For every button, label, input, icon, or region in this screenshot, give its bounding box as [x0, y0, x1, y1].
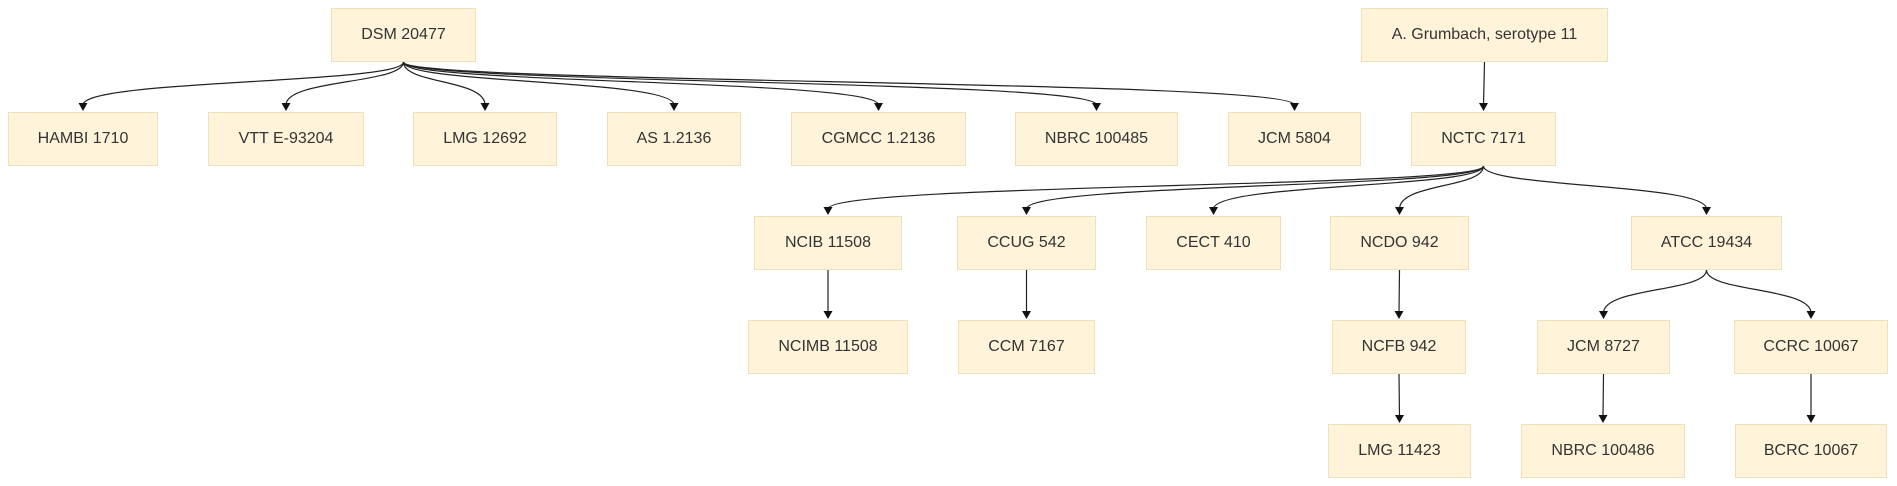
arrowhead-as12136: [669, 103, 679, 111]
node-jcm-8727: JCM 8727: [1537, 320, 1670, 374]
arrowhead-ccm7167: [1022, 311, 1031, 319]
arrowhead-hambi1710: [78, 103, 88, 111]
edge-dsm20477-to-cgmcc12136: [402, 61, 880, 106]
edge-nctc7171-to-ncib11508: [827, 165, 1485, 210]
arrowhead-nctc7171: [1479, 103, 1488, 111]
edge-dsm20477-to-hambi1710: [82, 61, 405, 106]
node-ccm-7167: CCM 7167: [958, 320, 1095, 374]
arrowhead-ccrc10067: [1806, 311, 1816, 319]
edge-dsm20477-to-jcm5804: [402, 61, 1296, 106]
arrowhead-lmg11423: [1395, 415, 1404, 423]
node-lmg-12692: LMG 12692: [413, 112, 557, 166]
node-ccug-542: CCUG 542: [957, 216, 1096, 270]
node-ncfb-942: NCFB 942: [1332, 320, 1466, 374]
edge-nctc7171-to-ncdo942: [1398, 165, 1485, 210]
node-a-grumbach-serotype-11: A. Grumbach, serotype 11: [1361, 8, 1608, 62]
arrowhead-bcrc10067: [1806, 415, 1816, 423]
arrowhead-ncdo942: [1395, 207, 1404, 215]
edge-nctc7171-to-cect410: [1212, 165, 1485, 210]
arrowhead-ncib11508: [823, 207, 833, 215]
edge-dsm20477-to-lmg12692: [402, 61, 486, 106]
edge-dsm20477-to-as12136: [402, 61, 675, 106]
arrowhead-jcm8727: [1599, 311, 1608, 319]
edge-jcm8727-to-nbrc100486: [1602, 373, 1605, 418]
node-lmg-11423: LMG 11423: [1328, 424, 1471, 478]
arrowhead-vtte93204: [281, 103, 291, 111]
edge-ncfb942-to-lmg11423: [1398, 373, 1401, 418]
node-ncdo-942: NCDO 942: [1330, 216, 1469, 270]
node-nctc-7171: NCTC 7171: [1411, 112, 1556, 166]
arrowhead-jcm5804: [1290, 103, 1299, 111]
node-ncimb-11508: NCIMB 11508: [748, 320, 908, 374]
node-atcc-19434: ATCC 19434: [1631, 216, 1782, 270]
arrowhead-atcc19434: [1702, 207, 1711, 215]
arrowhead-nbrc100485: [1092, 103, 1101, 111]
edge-atcc19434-to-ccrc10067: [1705, 269, 1812, 314]
edge-atcc19434-to-jcm8727: [1602, 269, 1708, 314]
node-nbrc-100485: NBRC 100485: [1015, 112, 1178, 166]
node-dsm-20477: DSM 20477: [331, 8, 476, 62]
node-ncib-11508: NCIB 11508: [754, 216, 902, 270]
arrowhead-cgmcc12136: [874, 103, 883, 111]
arrowhead-ccug542: [1022, 207, 1031, 215]
node-bcrc-10067: BCRC 10067: [1735, 424, 1887, 478]
edge-ncdo942-to-ncfb942: [1398, 269, 1401, 314]
node-as-1-2136: AS 1.2136: [607, 112, 741, 166]
node-hambi-1710: HAMBI 1710: [8, 112, 158, 166]
node-jcm-5804: JCM 5804: [1228, 112, 1361, 166]
arrowhead-ncimb11508: [823, 311, 833, 319]
edge-grumbach-to-nctc7171: [1482, 61, 1486, 106]
node-ccrc-10067: CCRC 10067: [1734, 320, 1888, 374]
node-nbrc-100486: NBRC 100486: [1521, 424, 1685, 478]
edge-nctc7171-to-ccug542: [1025, 165, 1485, 210]
arrowhead-cect410: [1209, 207, 1218, 215]
arrowhead-ncfb942: [1394, 311, 1404, 319]
edge-dsm20477-to-vtte93204: [285, 61, 405, 106]
node-cect-410: CECT 410: [1146, 216, 1281, 270]
arrowhead-nbrc100486: [1598, 415, 1608, 423]
node-cgmcc-1-2136: CGMCC 1.2136: [791, 112, 966, 166]
arrowhead-lmg12692: [480, 103, 490, 111]
node-vtt-e-93204: VTT E-93204: [208, 112, 364, 166]
edge-dsm20477-to-nbrc100485: [402, 61, 1098, 106]
edge-nctc7171-to-atcc19434: [1482, 165, 1708, 210]
